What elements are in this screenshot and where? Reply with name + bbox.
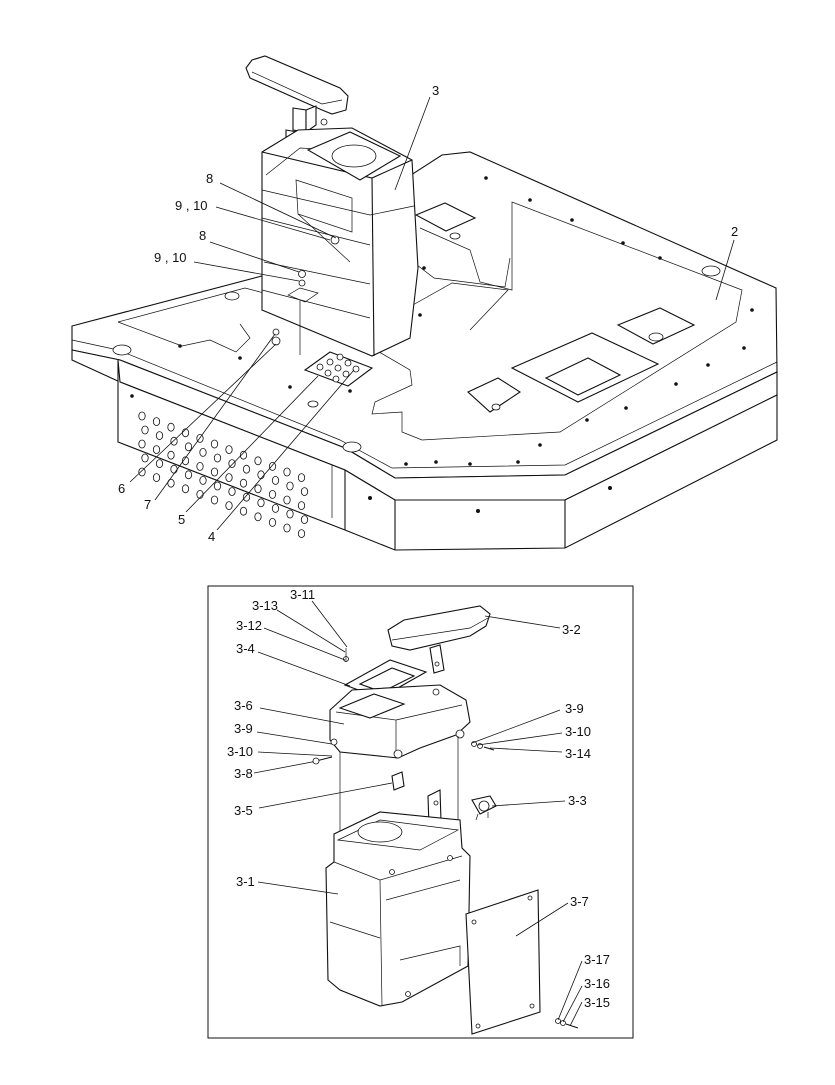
perforation-hole [199, 475, 207, 485]
callout-2: 2 [731, 224, 738, 239]
perforation-hole [242, 464, 251, 474]
perforation-hole [300, 515, 309, 524]
perforation-hole [210, 439, 219, 449]
perforation-hole [268, 461, 277, 471]
perforation-hole [257, 498, 265, 508]
callout-9-10-top: 9 , 10 [175, 198, 208, 213]
detail-armrest [387, 605, 491, 674]
perforation-hole [210, 467, 219, 477]
perforation-hole [213, 481, 222, 491]
callout-3-12: 3-12 [236, 618, 262, 633]
perforation-hole [184, 442, 193, 452]
perforation-hole [210, 495, 219, 505]
perforation-hole [239, 506, 248, 516]
perforation-hole [297, 501, 306, 511]
callout-3-13: 3-13 [252, 598, 278, 613]
perforation-hole [286, 509, 294, 519]
callout-7: 7 [144, 497, 151, 512]
callout-3-14: 3-14 [565, 746, 591, 761]
perforation-hole [196, 461, 204, 471]
perforation-hole [239, 478, 248, 488]
callout-8-lower: 8 [199, 228, 206, 243]
perforation-hole [155, 459, 164, 469]
perforation-hole [268, 489, 277, 499]
callout-5: 5 [178, 512, 185, 527]
perforation-hole [170, 464, 178, 474]
perforation-hole [141, 453, 149, 463]
callout-3-11: 3-11 [290, 587, 315, 602]
perforation-hole [213, 453, 222, 463]
callout-labels: 2 3 8 9 , 10 8 9 , 10 6 7 5 4 3-11 3-13 … [118, 83, 738, 1010]
callout-3-7: 3-7 [570, 894, 589, 909]
perforation-hole [152, 473, 161, 483]
callout-9-10-lower: 9 , 10 [154, 250, 187, 265]
detail-frame [207, 585, 634, 1039]
callout-3-10-left: 3-10 [227, 744, 253, 759]
perforation-hole [184, 470, 193, 480]
perforation-hole [254, 484, 262, 494]
callout-3-5: 3-5 [234, 803, 253, 818]
callout-3-4: 3-4 [236, 641, 255, 656]
perforation-hole [297, 473, 306, 483]
perforation-hole [167, 478, 175, 488]
perforation-hole [283, 467, 291, 477]
detail-side-panel [465, 889, 579, 1035]
detail-lid [329, 684, 471, 759]
perforation-hole [283, 523, 291, 533]
perforation-hole [138, 467, 146, 477]
perforation-hole [225, 473, 233, 483]
callout-8-top: 8 [206, 171, 213, 186]
perforation-hole [225, 445, 233, 455]
perforation-hole [300, 487, 309, 497]
perforation-hole [155, 431, 164, 441]
perforation-hole [297, 529, 306, 538]
perforation-hole [257, 470, 265, 480]
perforation-hole [268, 518, 277, 527]
perforation-hole [228, 487, 236, 497]
callout-3-1: 3-1 [236, 874, 255, 889]
perforation-hole [242, 492, 251, 502]
callout-3-9-right: 3-9 [565, 701, 584, 716]
perforation-hole [152, 445, 161, 455]
perforation-hole [199, 447, 207, 457]
callout-3-10-right: 3-10 [565, 724, 591, 739]
skirt-perforations [138, 411, 309, 538]
perforation-hole [254, 456, 262, 466]
callout-3-2: 3-2 [562, 622, 581, 637]
callout-4: 4 [208, 529, 215, 544]
perforation-hole [152, 417, 161, 427]
perforation-hole [181, 484, 190, 494]
perforation-hole [283, 495, 291, 505]
callout-3-16: 3-16 [584, 976, 610, 991]
perforation-hole [254, 512, 262, 522]
perforation-hole [225, 501, 233, 511]
detail-console-body [325, 811, 471, 1007]
perforation-hole [239, 450, 248, 460]
callout-6: 6 [118, 481, 125, 496]
floor-platform [71, 151, 778, 551]
upper-console [245, 55, 419, 387]
leader-lines [129, 96, 735, 1027]
callout-3: 3 [432, 83, 439, 98]
perforation-hole [271, 475, 280, 485]
perforation-hole [141, 425, 149, 435]
perforation-hole [138, 439, 146, 449]
perforation-hole [271, 503, 280, 513]
callout-3-9-left: 3-9 [234, 721, 253, 736]
callout-3-15: 3-15 [584, 995, 610, 1010]
perforation-hole [181, 456, 190, 466]
callout-3-8: 3-8 [234, 766, 253, 781]
callout-3-6: 3-6 [234, 698, 253, 713]
perforation-hole [167, 422, 175, 432]
callout-3-3: 3-3 [568, 793, 587, 808]
perforation-hole [286, 481, 294, 491]
perforation-hole [228, 459, 236, 469]
perforation-hole [138, 411, 146, 421]
callout-3-17: 3-17 [584, 952, 610, 967]
perforation-hole [167, 450, 175, 460]
